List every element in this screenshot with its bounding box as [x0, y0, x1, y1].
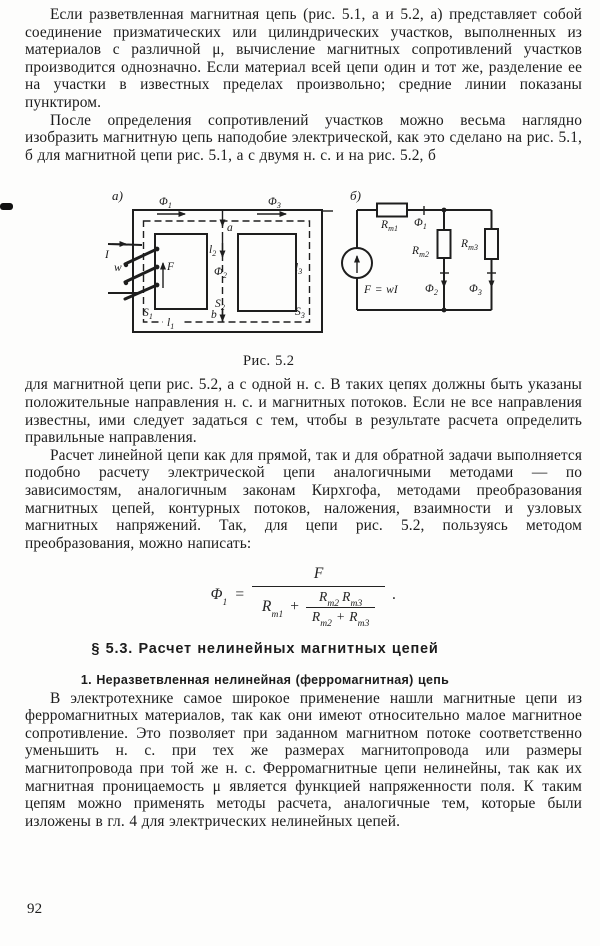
rm2-label: Rm2	[411, 245, 429, 259]
section1-label: S1	[143, 307, 153, 321]
formula-lhs: Φ1	[210, 586, 228, 609]
core-outline	[132, 209, 323, 334]
paragraph-4: Расчет линейной цепи как для прямой, так…	[25, 446, 582, 552]
node-a-label: a	[227, 222, 233, 234]
resistor-rm1	[376, 202, 408, 218]
winding	[107, 241, 160, 301]
flux1-label: Φ1	[159, 196, 172, 210]
length3-label: l3	[295, 262, 302, 276]
flux1-b-label: Φ1	[414, 217, 427, 231]
formula-fraction: F Rm1 + Rm2 Rm3 Rm2 + Rm3	[251, 564, 386, 630]
paragraph-5: В электротехнике самое широкое применени…	[25, 689, 582, 830]
node-b-label: b	[211, 309, 217, 321]
diagram-b-tag: б)	[350, 188, 361, 203]
inner-den-rm2: Rm2	[311, 608, 333, 630]
section2-label: S2	[215, 298, 225, 312]
diagram-a-tag: а)	[112, 188, 123, 203]
flux2-label: Φ2	[214, 266, 227, 280]
junction-dot-bottom	[441, 307, 447, 313]
formula-phi1: Φ1 = F Rm1 + Rm2 Rm3 Rm2 + Rm3	[25, 564, 582, 630]
mmf-label: F	[166, 261, 175, 273]
scan-artifact-left-edge	[0, 203, 13, 210]
inner-rm3: Rm3	[342, 588, 363, 610]
section-heading: § 5.3. Расчет нелинейных магнитных цепей	[91, 641, 439, 658]
flux3-label: Φ3	[268, 196, 281, 210]
resistor-rm2	[436, 229, 452, 260]
formula-period: .	[392, 586, 397, 604]
figure-5-2: а)	[25, 168, 582, 370]
rm3-label: Rm3	[460, 238, 478, 252]
formula-rm1: Rm1	[261, 598, 284, 621]
flux-direction-ticks	[423, 206, 496, 289]
subsection-heading: 1. Неразветвленная нелинейная (ферромагн…	[80, 673, 450, 687]
page-number: 92	[27, 901, 43, 917]
diagram-a-magnetic-circuit: а)	[104, 188, 333, 334]
rm1-label: Rm1	[380, 219, 398, 233]
core-window-left	[154, 233, 208, 311]
paragraph-1: Если разветвленная магнитная цепь (рис. …	[25, 6, 582, 111]
formula-plus: +	[289, 598, 300, 616]
section3-label: S3	[295, 306, 305, 320]
turns-label: w	[114, 262, 122, 274]
source-value-label: F = wI	[363, 284, 399, 296]
inner-rm2: Rm2	[318, 588, 340, 610]
diagram-b-equivalent-circuit: б)	[341, 188, 499, 313]
label-backing	[163, 316, 183, 329]
inner-den-plus: +	[336, 608, 346, 624]
paragraph-2: После определения сопротивлений участков…	[25, 111, 582, 164]
flux-arrows	[157, 211, 287, 323]
core-window-right	[237, 233, 297, 313]
mmf-source	[341, 247, 373, 280]
formula-numerator: F	[313, 565, 324, 583]
paragraph-3: для магнитной цепи рис. 5.2, а с одной н…	[25, 376, 582, 447]
inner-den-rm3: Rm3	[349, 608, 370, 630]
formula-equals: =	[234, 586, 245, 604]
length2-label: l2	[209, 244, 216, 258]
flux3-b-label: Φ3	[469, 283, 482, 297]
formula-denominator: Rm1 + Rm2 Rm3 Rm2 + Rm3	[251, 585, 386, 630]
inner-denominator: Rm2 + Rm3	[305, 606, 376, 630]
junction-dot-top	[441, 207, 447, 213]
resistor-rm3	[484, 228, 499, 261]
figure-caption: Рис. 5.2	[243, 353, 295, 370]
current-label: I	[104, 249, 110, 261]
inner-numerator: Rm2 Rm3	[313, 588, 368, 610]
figure-5-2-diagram: а)	[104, 188, 499, 334]
mean-path-dashed	[142, 220, 311, 324]
flux2-b-label: Φ2	[425, 283, 438, 297]
formula-inner-fraction: Rm2 Rm3 Rm2 + Rm3	[305, 588, 376, 630]
length1-label: l1	[167, 317, 174, 331]
